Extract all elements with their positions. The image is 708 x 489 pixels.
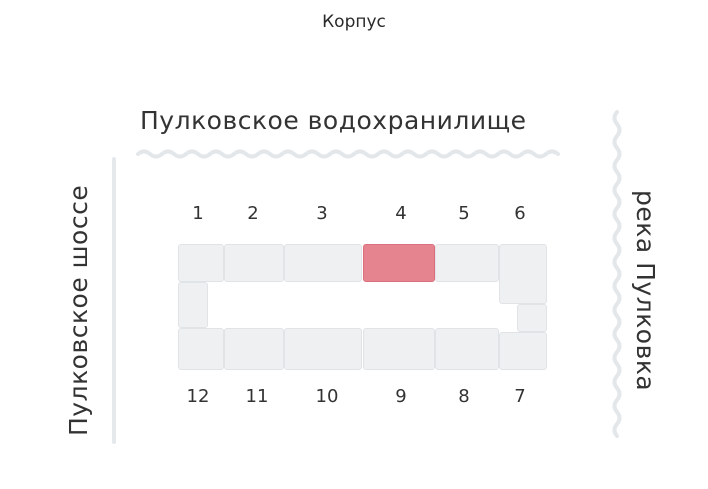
section-6[interactable] bbox=[499, 244, 547, 304]
section-3[interactable] bbox=[284, 244, 362, 282]
section-number-3: 3 bbox=[316, 203, 328, 224]
section-9[interactable] bbox=[363, 328, 435, 370]
page-title: Корпус bbox=[322, 12, 386, 32]
section-number-12: 12 bbox=[186, 386, 210, 407]
section-2[interactable] bbox=[224, 244, 284, 282]
section-1-side[interactable] bbox=[178, 282, 208, 328]
highway-label: Пулковское шоссе bbox=[64, 184, 93, 436]
section-4[interactable] bbox=[363, 244, 435, 282]
section-7[interactable] bbox=[499, 332, 547, 370]
section-8[interactable] bbox=[435, 328, 499, 370]
section-number-9: 9 bbox=[395, 386, 407, 407]
section-number-2: 2 bbox=[247, 203, 259, 224]
section-number-8: 8 bbox=[458, 386, 470, 407]
section-10[interactable] bbox=[284, 328, 362, 370]
section-number-10: 10 bbox=[315, 386, 339, 407]
section-5[interactable] bbox=[435, 244, 499, 282]
highway-line bbox=[112, 157, 116, 444]
reservoir-wave-line bbox=[136, 149, 560, 159]
section-number-7: 7 bbox=[514, 386, 526, 407]
section-number-1: 1 bbox=[192, 203, 204, 224]
section-12[interactable] bbox=[178, 328, 224, 370]
section-1[interactable] bbox=[178, 244, 224, 282]
section-7-side[interactable] bbox=[517, 304, 547, 332]
river-label: река Пулковка bbox=[631, 190, 660, 392]
reservoir-label: Пулковское водохранилище bbox=[140, 106, 527, 135]
river-wave-line bbox=[612, 110, 622, 438]
section-number-5: 5 bbox=[458, 203, 470, 224]
section-number-11: 11 bbox=[245, 386, 269, 407]
section-11[interactable] bbox=[224, 328, 284, 370]
section-number-6: 6 bbox=[514, 203, 526, 224]
section-number-4: 4 bbox=[395, 203, 407, 224]
